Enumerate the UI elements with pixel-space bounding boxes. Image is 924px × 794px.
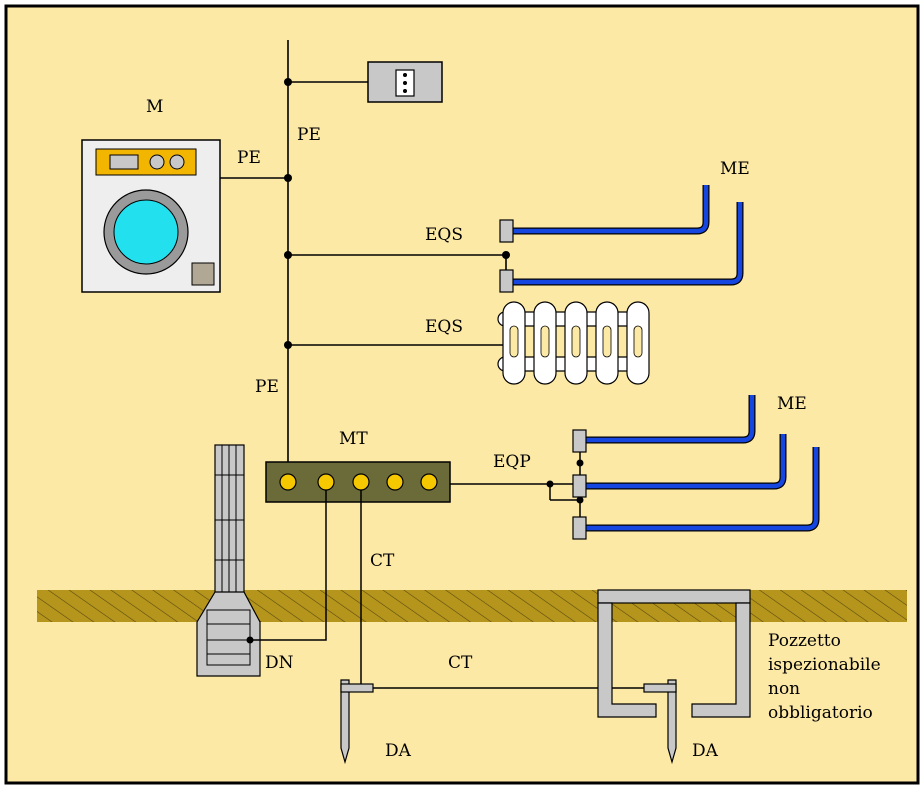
label-pe-middle: PE [255, 377, 279, 397]
eqp-junctions [546, 459, 584, 504]
label-ct-horizontal: CT [448, 653, 473, 673]
label-pe-washing-machine: PE [237, 148, 261, 168]
label-mt: MT [339, 429, 368, 449]
label-dn: DN [265, 653, 294, 673]
label-me-top: ME [720, 159, 750, 179]
metal-pipes-top [512, 185, 744, 286]
radiator-inner [509, 325, 643, 358]
eqs-clamps [499, 219, 514, 293]
pozzetto-note: Pozzetto ispezionabile non obbligatorio [768, 631, 881, 723]
socket-outlet [367, 61, 443, 103]
note-line-1: Pozzetto [768, 631, 841, 651]
label-da-left: DA [385, 741, 412, 761]
earth-rod-left [340, 679, 374, 765]
dn-junction [246, 636, 254, 644]
ground-layer [37, 590, 907, 622]
label-da-right: DA [692, 741, 719, 761]
earth-rod-right [643, 679, 677, 765]
background [4, 4, 920, 785]
note-line-3: non [768, 679, 800, 699]
label-m: M [146, 97, 163, 117]
pe-junctions [284, 78, 510, 349]
label-eqs-2: EQS [425, 317, 463, 337]
foundation-earth [196, 444, 261, 677]
label-eqp: EQP [493, 452, 531, 472]
pe-bus [220, 40, 507, 482]
note-line-4: obbligatorio [768, 703, 873, 723]
note-line-2: ispezionabile [768, 655, 881, 675]
main-earth-terminal [265, 461, 451, 503]
label-ct-vertical: CT [370, 551, 395, 571]
eqp-clamps [572, 429, 587, 540]
label-pe-top: PE [297, 125, 321, 145]
metal-pipes-bottom [584, 395, 820, 532]
label-eqs-1: EQS [425, 225, 463, 245]
washing-machine [81, 139, 221, 293]
label-me-bottom: ME [777, 394, 807, 414]
inspection-pit [597, 589, 751, 718]
